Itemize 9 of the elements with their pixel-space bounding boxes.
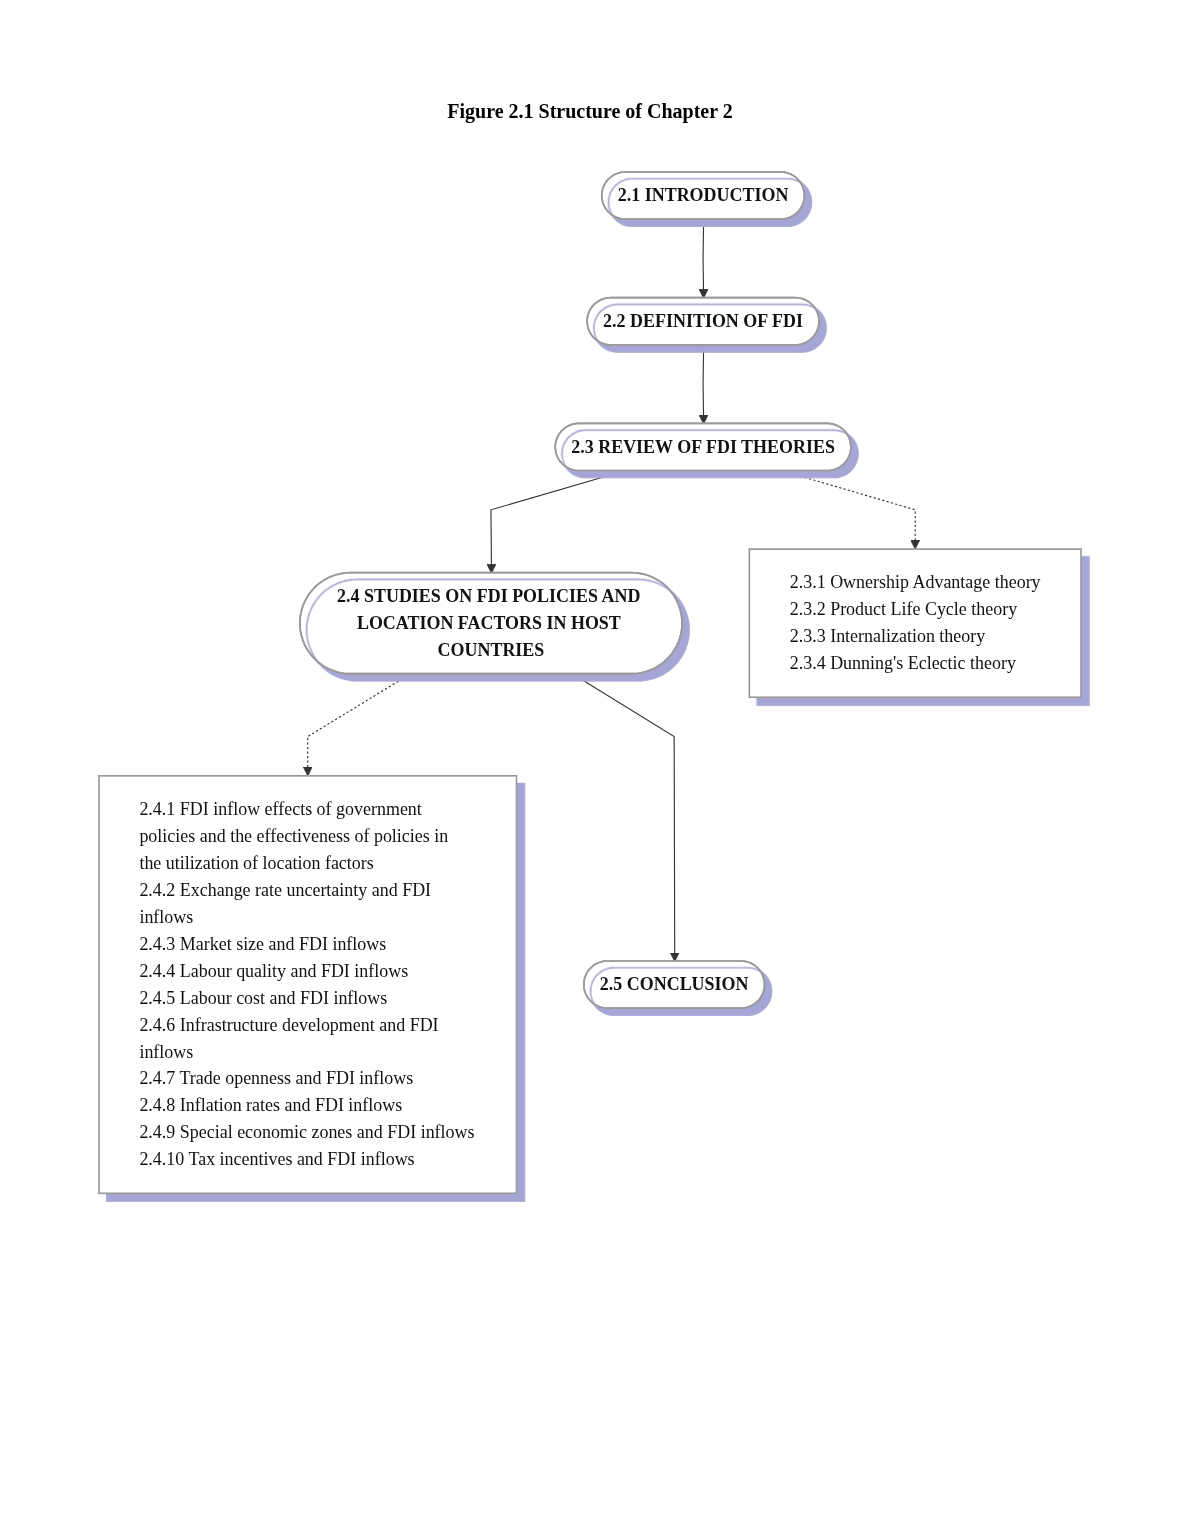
node-box: 2.3.1 Ownership Advantage theory 2.3.2 Product Life Cycle theory 2.3.3 Internalization theory 2.3.4 Dunning's Eclectic theory bbox=[748, 548, 1082, 699]
arrow bbox=[572, 673, 680, 962]
arrow bbox=[486, 470, 625, 574]
arrow bbox=[782, 470, 921, 550]
arrow bbox=[698, 344, 709, 425]
arrow bbox=[698, 219, 709, 299]
arrow bbox=[302, 673, 411, 777]
node-box: 2.4.1 FDI inflow effects of government policies and the effectiveness of policies in the utilization of location factors 2.4.2 Exchange rate uncertainty and FDI inflows 2.4.3 Market size and FDI inflows 2.4.4 Labour quality and FDI inflows 2.4.5 Labour cost and FDI inflows 2.4.6 Infrastructure development and FDI inflows 2.4.7 Trade openness and FDI inflows 2.4.8 Inflation rates and FDI inflows 2.4.9 Special economic zones and FDI inflows 2.4.10 Tax incentives and FDI inflows bbox=[98, 774, 518, 1195]
figure-title: Figure 2.1 Structure of Chapter 2 bbox=[447, 100, 733, 123]
